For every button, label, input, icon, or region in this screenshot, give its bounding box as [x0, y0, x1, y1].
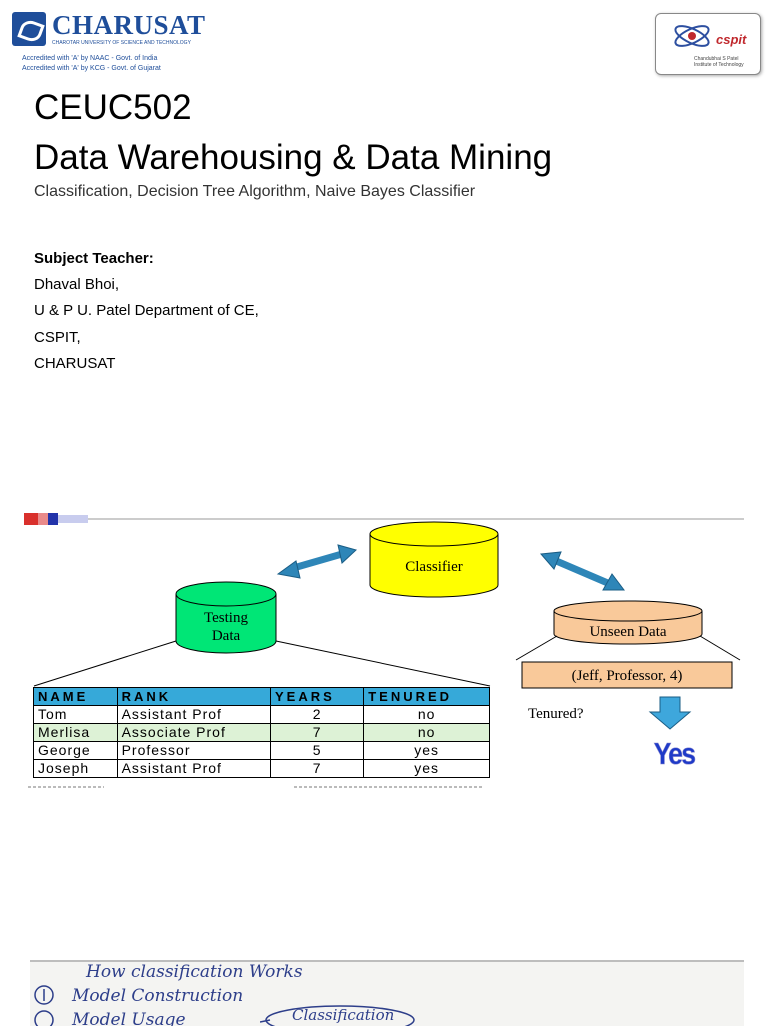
testing-data-cylinder: Testing Data [175, 581, 277, 654]
handwritten-step-two: Model Usage [72, 1010, 186, 1026]
teacher-name: Dhaval Bhoi, [34, 276, 120, 293]
classifier-cylinder: Classifier [369, 521, 499, 598]
teacher-heading: Subject Teacher: [34, 250, 154, 267]
cell-years: 7 [270, 759, 365, 778]
table-row: Tom Assistant Prof 2 no [33, 705, 490, 724]
cell-years: 2 [270, 705, 365, 724]
classification-bubble-icon [260, 1005, 415, 1026]
cell-name: Tom [33, 705, 118, 724]
unseen-label: Unseen Data [589, 624, 666, 640]
data-label: Data [212, 628, 241, 644]
charusat-tagline: CHAROTAR UNIVERSITY OF SCIENCE AND TECHN… [52, 40, 191, 46]
cell-tenured: yes [363, 741, 490, 760]
arrow-classifier-unseen-icon [539, 551, 625, 591]
roman-numeral-icon [34, 985, 54, 1026]
tuple-label: (Jeff, Professor, 4) [572, 668, 683, 684]
tuple-box [521, 661, 733, 689]
cell-tenured: no [363, 723, 490, 742]
accreditation-line: Accredited with 'A' by NAAC - Govt. of I… [22, 55, 158, 62]
course-title: Data Warehousing & Data Mining [34, 138, 553, 177]
charusat-wordmark: CHARUSAT [52, 10, 206, 40]
cspit-subtext: Chandubhai S Patel [694, 56, 739, 62]
handwritten-note-photo: How classification Works Model Construct… [30, 960, 744, 1026]
testing-label: Testing [204, 610, 248, 626]
arrow-testing-classifier-icon [276, 544, 357, 579]
cell-years: 5 [270, 741, 365, 760]
answer-yes: Yes [654, 737, 696, 771]
cell-rank: Associate Prof [116, 723, 272, 742]
teacher-institute: CSPIT, [34, 329, 81, 346]
handwritten-bubble-text: Classification [292, 1006, 395, 1024]
cspit-wordmark: cspit [716, 32, 747, 47]
accreditation-line: Accredited with 'A' by KCG - Govt. of Gu… [22, 65, 161, 72]
cell-rank: Assistant Prof [116, 705, 272, 724]
cell-name: George [33, 741, 118, 760]
unseen-data-cylinder: Unseen Data [553, 600, 703, 645]
course-code: CEUC502 [34, 88, 192, 127]
cell-name: Merlisa [33, 723, 118, 742]
charusat-logo: CHARUSAT CHAROTAR UNIVERSITY OF SCIENCE … [12, 10, 205, 76]
cell-years: 7 [270, 723, 365, 742]
cspit-orbit-icon [674, 25, 710, 47]
classifier-label: Classifier [405, 559, 463, 575]
cell-tenured: no [363, 705, 490, 724]
column-header: YEARS [270, 687, 365, 706]
table-row: George Professor 5 yes [33, 741, 490, 760]
cell-name: Joseph [33, 759, 118, 778]
table-header-row: NAME RANK YEARS TENURED [33, 687, 490, 706]
handwritten-step-one: Model Construction [72, 986, 244, 1006]
course-topics: Classification, Decision Tree Algorithm,… [34, 183, 476, 200]
column-header: RANK [116, 687, 272, 706]
handwritten-title: How classification Works [86, 962, 303, 982]
column-header: TENURED [363, 687, 490, 706]
table-row: Merlisa Associate Prof 7 no [33, 723, 490, 742]
classification-diagram: Classifier Testing Data Unseen Data [24, 508, 744, 790]
column-header: NAME [33, 687, 118, 706]
teacher-university: CHARUSAT [34, 355, 116, 372]
cspit-logo: cspit Chandubhai S Patel Institute of Te… [655, 13, 761, 75]
charusat-emblem-icon [12, 12, 46, 46]
table-row: Joseph Assistant Prof 7 yes [33, 759, 490, 778]
cell-tenured: yes [363, 759, 490, 778]
training-data-table: NAME RANK YEARS TENURED Tom Assistant Pr… [33, 687, 490, 778]
cell-rank: Assistant Prof [116, 759, 272, 778]
cell-rank: Professor [116, 741, 272, 760]
down-arrow-icon [648, 696, 692, 730]
cspit-subtext: Institute of Technology [694, 62, 744, 68]
teacher-department: U & P U. Patel Department of CE, [34, 302, 259, 319]
tenured-question: Tenured? [528, 706, 584, 722]
